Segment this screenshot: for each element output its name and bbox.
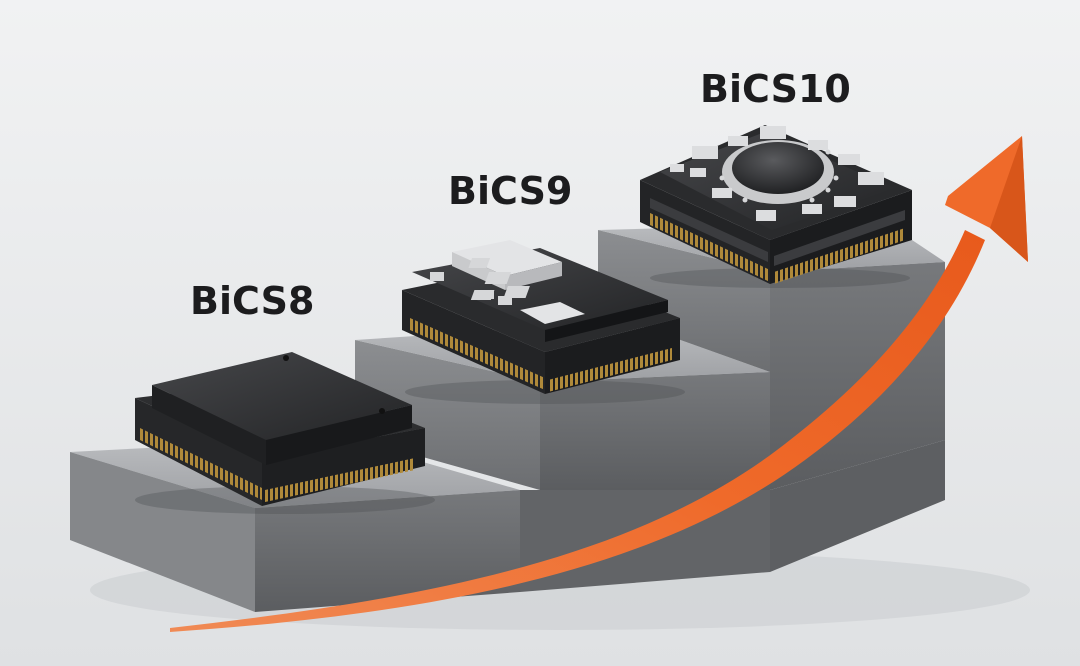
smd-component	[503, 286, 530, 298]
step-2-riser	[355, 340, 540, 490]
corner-dot	[379, 408, 385, 414]
pins-left	[410, 318, 545, 390]
central-dome	[732, 142, 824, 194]
arrow-head-shade	[990, 136, 1028, 262]
step-3-riser	[598, 230, 770, 372]
smd-component	[498, 296, 512, 305]
pins-left	[140, 428, 262, 500]
smd-component	[430, 272, 444, 281]
chip-bics8	[135, 352, 435, 514]
smd-component	[484, 272, 512, 284]
step-1-front	[255, 490, 520, 612]
front-grille	[774, 210, 905, 266]
die-large-front	[505, 262, 562, 290]
smd-component	[480, 290, 494, 299]
label-bics10: BiCS10	[700, 67, 851, 111]
chip-top-front	[545, 300, 668, 342]
side-grille	[650, 198, 768, 262]
pins-left	[648, 212, 770, 282]
step-3-lower-front	[770, 440, 945, 572]
growth-arrow	[170, 136, 1028, 632]
chip-top	[152, 352, 412, 440]
pins-right	[548, 348, 672, 392]
label-bics8: BiCS8	[190, 279, 314, 323]
die-large	[452, 240, 562, 276]
step-2-front	[540, 372, 770, 490]
arrow-shaft	[170, 230, 985, 632]
smd-component	[468, 258, 491, 268]
pads	[670, 126, 884, 221]
pins-right	[774, 228, 905, 284]
chip-top-side	[152, 385, 266, 465]
chip-bics10	[640, 125, 912, 288]
pins-right	[265, 458, 415, 502]
pin1-dot	[283, 355, 289, 361]
label-bics9: BiCS9	[448, 169, 572, 213]
chip-top-front	[266, 405, 412, 465]
step-1-side	[70, 452, 255, 612]
chip-bics9	[402, 240, 685, 404]
die-small	[520, 302, 585, 324]
